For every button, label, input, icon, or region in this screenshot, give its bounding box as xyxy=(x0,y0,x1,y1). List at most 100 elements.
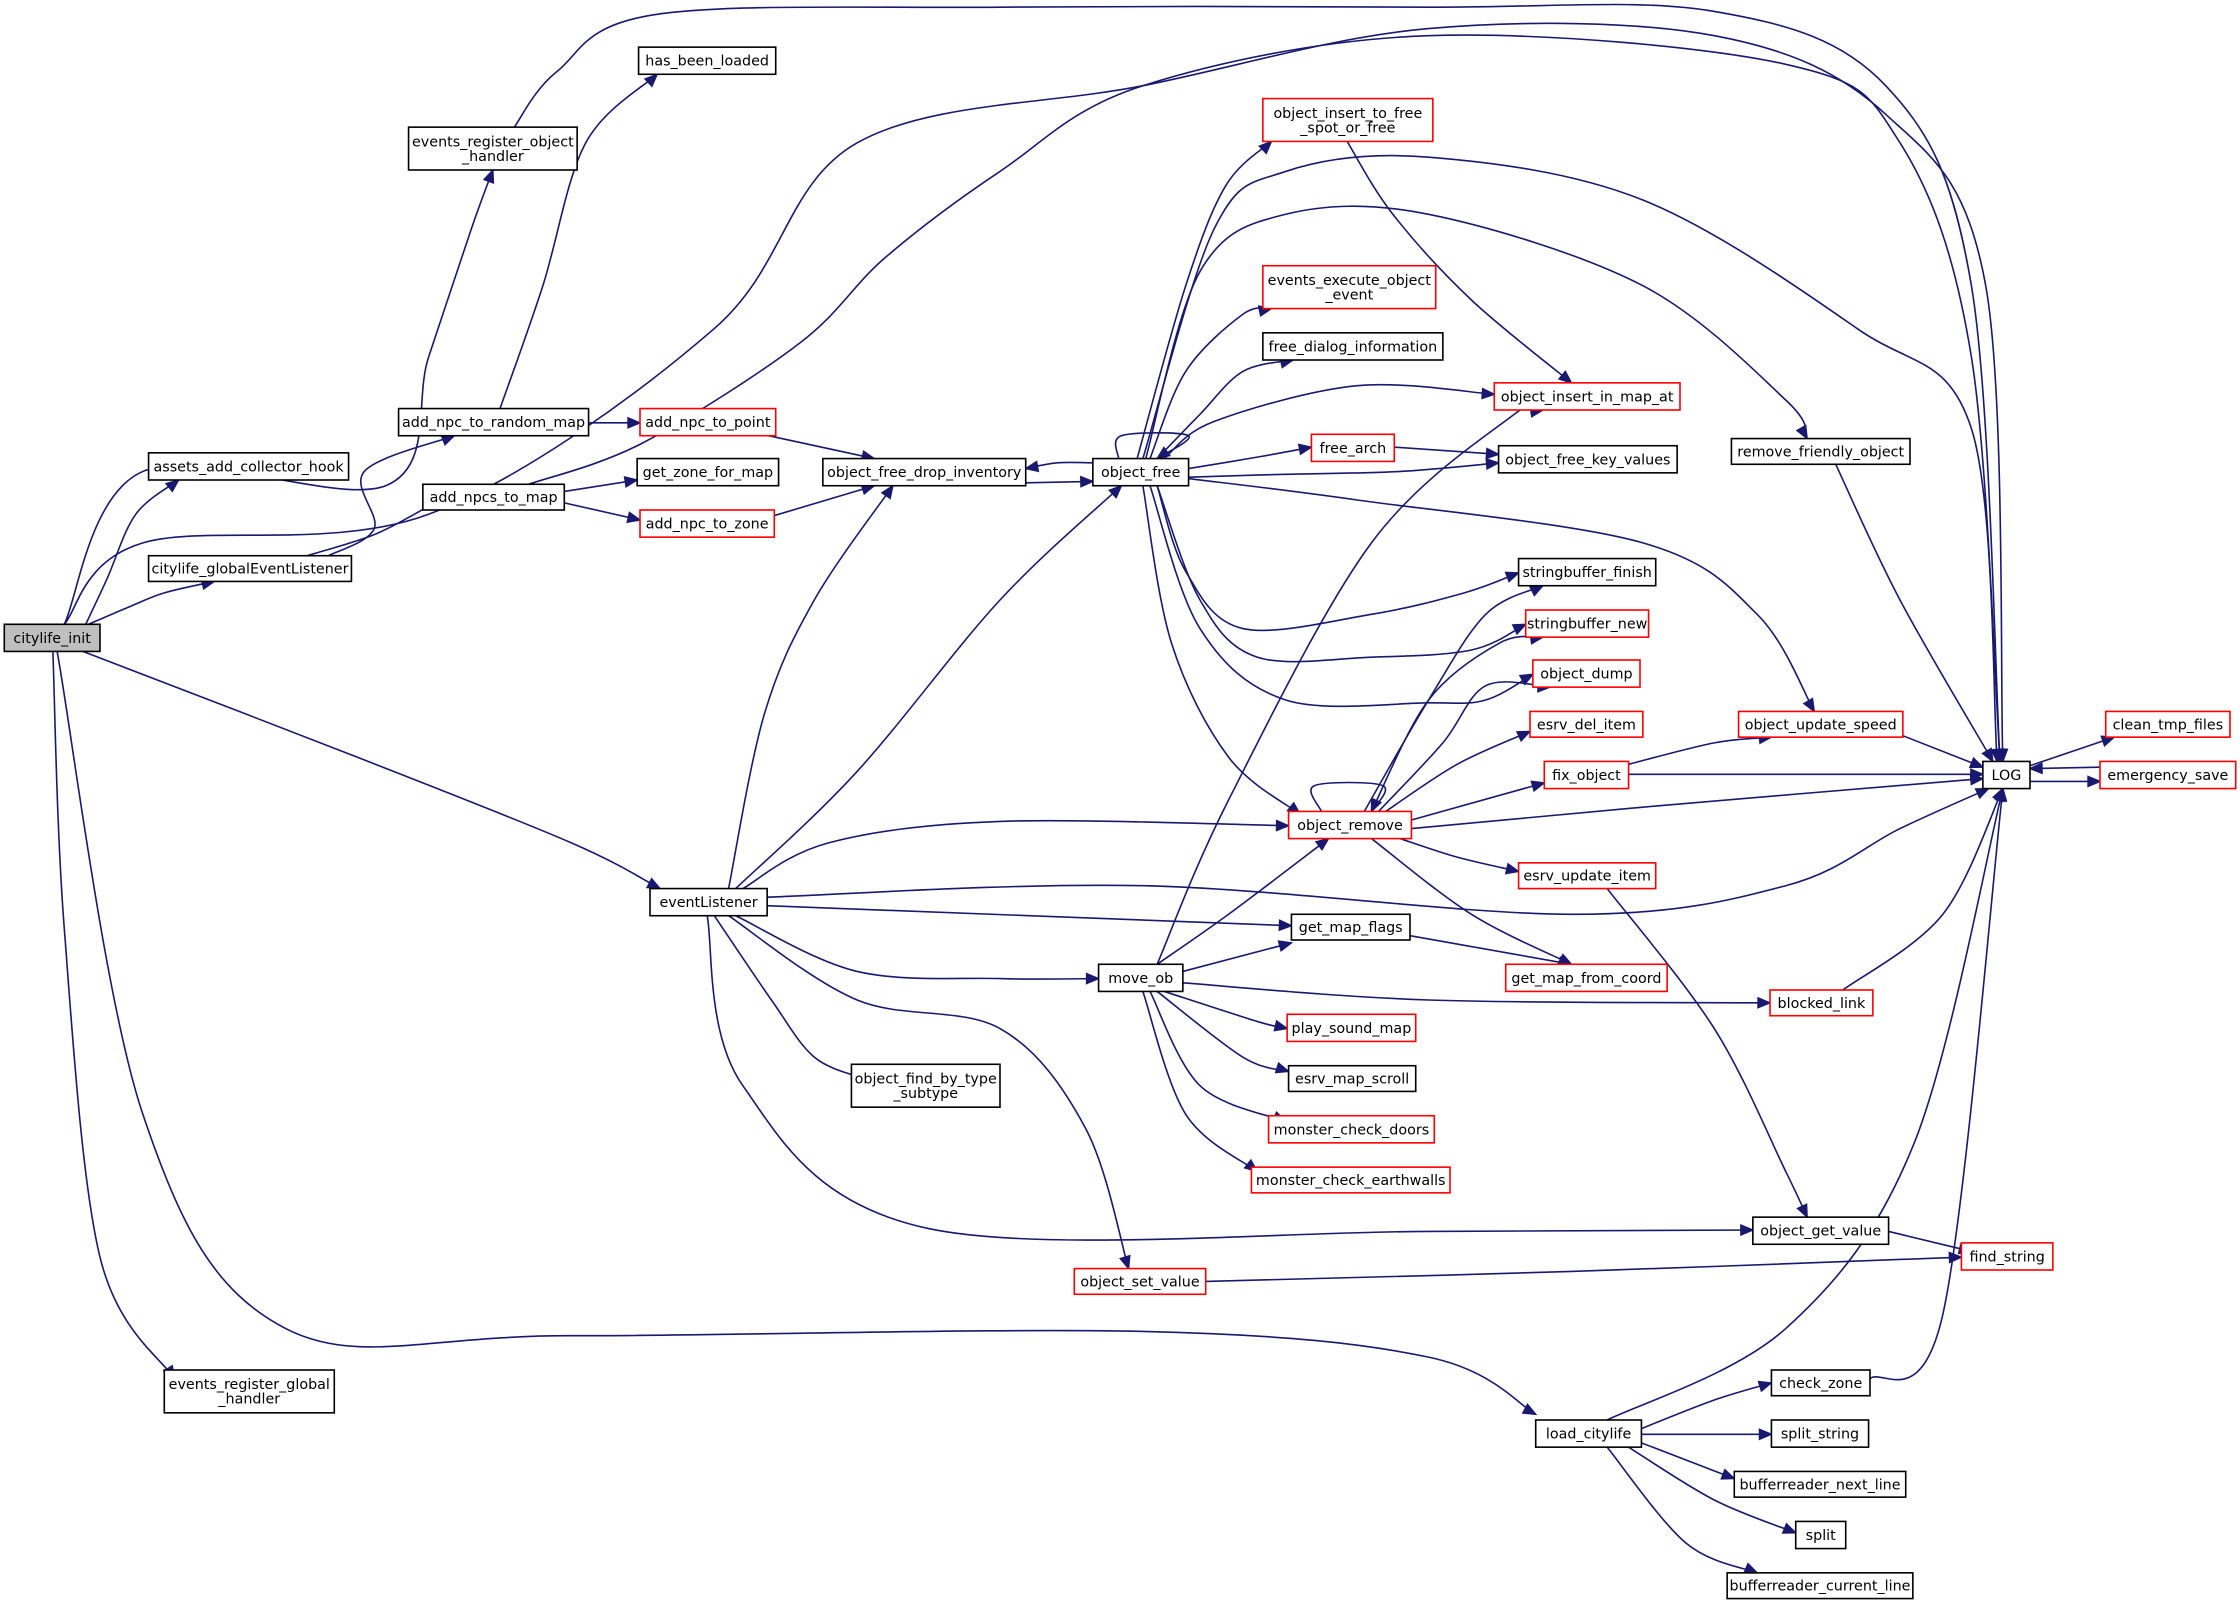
node-move_ob[interactable]: move_ob xyxy=(1097,963,1184,993)
node-label: split_string xyxy=(1781,1427,1859,1443)
node-fix_object[interactable]: fix_object xyxy=(1543,760,1630,790)
node-object_dump[interactable]: object_dump xyxy=(1532,659,1641,688)
edge-load_citylife-to-split_string xyxy=(1641,1428,1774,1441)
edge-arrowhead xyxy=(1796,1203,1808,1219)
edge-line xyxy=(1142,154,1998,762)
node-object_remove[interactable]: object_remove xyxy=(1287,810,1413,840)
node-load_citylife[interactable]: load_citylife xyxy=(1534,1419,1643,1448)
node-box xyxy=(163,1369,336,1414)
node-monster_check_earthwalls[interactable]: monster_check_earthwalls xyxy=(1250,1166,1451,1194)
edge-line xyxy=(1394,446,1499,456)
node-object_insert_to_free_spot_or_free[interactable]: object_insert_to_free_spot_or_free xyxy=(1262,97,1434,143)
edge-arrowhead xyxy=(164,478,180,493)
node-box xyxy=(1092,457,1190,487)
edge-LOG-to-clean_tmp_files xyxy=(2029,735,2117,767)
edge-arrowhead xyxy=(1970,768,1985,781)
edge-line xyxy=(1163,383,1495,460)
edge-line xyxy=(1888,1230,1972,1253)
node-esrv_update_item[interactable]: esrv_update_item xyxy=(1517,862,1657,890)
node-label: bufferreader_current_line xyxy=(1730,1579,1911,1595)
edge-line xyxy=(1310,781,1387,812)
node-label: add_npcs_to_map xyxy=(430,490,558,506)
node-bufferreader_next_line[interactable]: bufferreader_next_line xyxy=(1733,1470,1907,1498)
edge-object_remove-to-object_dump xyxy=(1377,680,1552,812)
node-free_dialog_information[interactable]: free_dialog_information xyxy=(1262,332,1444,361)
node-label: emergency_save xyxy=(2107,768,2228,784)
node-label: add_npc_to_zone xyxy=(646,517,769,533)
node-esrv_map_scroll[interactable]: esrv_map_scroll xyxy=(1287,1064,1417,1093)
node-blocked_link[interactable]: blocked_link xyxy=(1769,989,1874,1017)
edge-arrowhead xyxy=(1485,447,1501,460)
node-get_zone_for_map[interactable]: get_zone_for_map xyxy=(636,457,780,487)
node-box xyxy=(1267,1114,1436,1144)
node-stringbuffer_finish[interactable]: stringbuffer_finish xyxy=(1517,557,1657,587)
edge-object_free-to-object_remove xyxy=(1142,485,1302,816)
edge-object_free-to-LOG xyxy=(1142,154,2003,764)
node-box xyxy=(1737,710,1904,738)
node-events_register_global_handler[interactable]: events_register_global_handler xyxy=(163,1369,336,1414)
edge-object_free-to-object_update_speed xyxy=(1188,477,1816,713)
node-object_find_by_type_subtype[interactable]: object_find_by_type_subtype xyxy=(850,1063,1001,1108)
node-split[interactable]: split xyxy=(1794,1520,1847,1550)
node-box xyxy=(1287,810,1413,840)
node-split_string[interactable]: split_string xyxy=(1770,1419,1870,1448)
node-add_npcs_to_map[interactable]: add_npcs_to_map xyxy=(422,483,566,511)
node-object_insert_in_map_at[interactable]: object_insert_in_map_at xyxy=(1493,382,1681,411)
edge-arrowhead xyxy=(1528,584,1545,597)
edge-line xyxy=(63,22,2004,762)
node-stringbuffer_new[interactable]: stringbuffer_new xyxy=(1524,609,1650,638)
node-label: events_register_object xyxy=(412,134,574,150)
node-label: esrv_update_item xyxy=(1523,869,1651,885)
edge-citylife_init-to-citylife_globalEventListener xyxy=(88,578,217,626)
node-monster_check_doors[interactable]: monster_check_doors xyxy=(1267,1114,1436,1144)
node-free_arch[interactable]: free_arch xyxy=(1310,433,1396,463)
node-check_zone[interactable]: check_zone xyxy=(1770,1369,1871,1397)
node-play_sound_map[interactable]: play_sound_map xyxy=(1286,1013,1417,1043)
node-clean_tmp_files[interactable]: clean_tmp_files xyxy=(2104,710,2231,738)
edge-line xyxy=(306,497,441,557)
node-emergency_save[interactable]: emergency_save xyxy=(2099,760,2237,790)
nodes-layer: citylife_init assets_add_collector_hookci… xyxy=(3,46,2237,1600)
node-events_execute_object_event[interactable]: events_execute_object_event xyxy=(1262,264,1437,310)
node-LOG[interactable]: LOG xyxy=(1982,760,2031,790)
node-label: clean_tmp_files xyxy=(2113,717,2224,733)
node-label: monster_check_doors xyxy=(1274,1122,1430,1138)
node-object_free_drop_inventory[interactable]: object_free_drop_inventory xyxy=(822,457,1027,487)
node-label: object_update_speed xyxy=(1745,717,1897,733)
node-label: fix_object xyxy=(1552,768,1621,784)
node-citylife_globalEventListener[interactable]: citylife_globalEventListener xyxy=(147,554,353,583)
edge-object_get_value-to-find_string xyxy=(1888,1230,1974,1255)
node-add_npc_to_zone[interactable]: add_npc_to_zone xyxy=(639,509,776,538)
node-find_string[interactable]: find_string xyxy=(1960,1242,2054,1271)
node-get_map_from_coord[interactable]: get_map_from_coord xyxy=(1504,963,1668,993)
node-bufferreader_current_line[interactable]: bufferreader_current_line xyxy=(1726,1572,1914,1600)
node-label: stringbuffer_finish xyxy=(1522,565,1651,581)
node-object_update_speed[interactable]: object_update_speed xyxy=(1737,710,1904,738)
node-add_npc_to_random_map[interactable]: add_npc_to_random_map xyxy=(397,407,590,437)
node-eventListener[interactable]: eventListener xyxy=(649,887,768,917)
node-object_get_value[interactable]: object_get_value xyxy=(1752,1216,1890,1246)
node-add_npc_to_point[interactable]: add_npc_to_point xyxy=(639,407,777,437)
edge-move_ob-to-object_insert_in_map_at xyxy=(1156,402,1545,965)
node-get_map_flags[interactable]: get_map_flags xyxy=(1290,913,1411,941)
node-label: stringbuffer_new xyxy=(1527,617,1648,633)
edge-line xyxy=(1156,359,1294,460)
node-label: has_been_loaded xyxy=(645,54,769,70)
node-object_free[interactable]: object_free xyxy=(1092,457,1190,487)
edge-line xyxy=(56,651,1537,1415)
node-has_been_loaded[interactable]: has_been_loaded xyxy=(637,46,777,76)
edge-arrowhead xyxy=(1757,1380,1774,1393)
edge-move_ob-to-blocked_link xyxy=(1182,982,1772,1009)
edge-object_remove-to-get_map_from_coord xyxy=(1370,837,1574,966)
node-esrv_del_item[interactable]: esrv_del_item xyxy=(1529,710,1644,738)
node-citylife_init[interactable]: citylife_init xyxy=(3,623,101,653)
node-label: events_register_global xyxy=(169,1377,330,1393)
node-object_set_value[interactable]: object_set_value xyxy=(1073,1267,1207,1296)
node-object_free_key_values[interactable]: object_free_key_values xyxy=(1497,444,1678,474)
node-label: object_find_by_type xyxy=(855,1071,997,1087)
node-remove_friendly_object[interactable]: remove_friendly_object xyxy=(1730,437,1911,466)
node-assets_add_collector_hook[interactable]: assets_add_collector_hook xyxy=(147,452,350,481)
node-box xyxy=(1982,760,2031,790)
node-events_register_object_handler[interactable]: events_register_object_handler xyxy=(407,126,578,171)
edge-arrowhead xyxy=(440,434,456,447)
